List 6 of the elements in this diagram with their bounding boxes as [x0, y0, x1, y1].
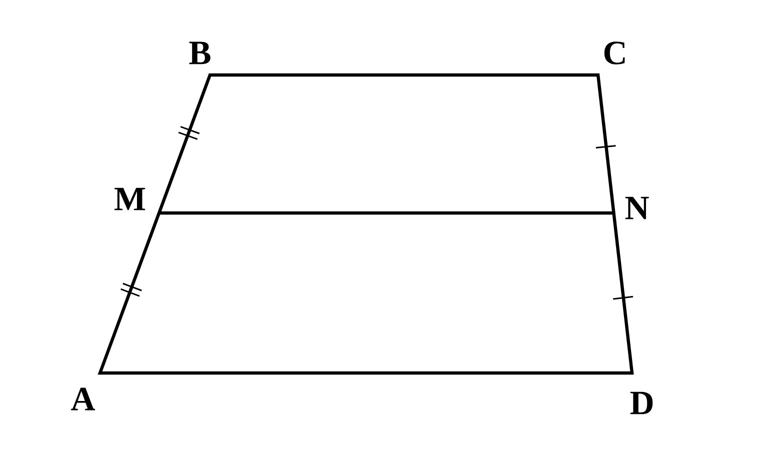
vertex-label: N: [625, 196, 649, 220]
vertex-label: M: [114, 188, 146, 210]
vertex-label: D: [630, 392, 653, 414]
vertex-label: A: [71, 388, 96, 410]
vertex-label: B: [189, 42, 210, 64]
vertex-label: C: [604, 42, 625, 64]
